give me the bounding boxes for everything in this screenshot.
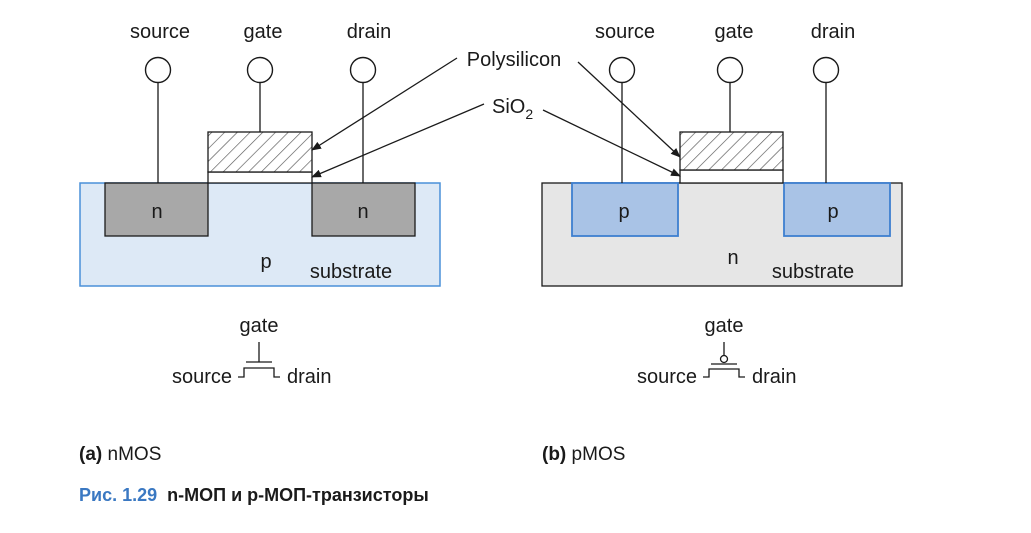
figure-title: n-МОП и p-МОП-транзисторы <box>167 485 429 505</box>
callouts: Polysilicon SiO2 <box>311 49 681 178</box>
polysilicon-label: Polysilicon <box>467 49 561 71</box>
figure-caption: Рис. 1.29 n-МОП и p-МОП-транзисторы <box>79 485 429 506</box>
pmos-drain-well-label: p <box>827 201 838 223</box>
nmos-caption-text: nMOS <box>107 444 162 465</box>
sio2-arrow-nmos <box>311 103 485 178</box>
pmos-symbol-gate-lead <box>711 342 737 365</box>
nmos-source-label: source <box>130 21 190 43</box>
pmos-source-label: source <box>595 21 655 43</box>
nmos-substrate-label: substrate <box>310 261 392 283</box>
pmos-caption: (b) pMOS <box>542 444 625 466</box>
sio2-label: SiO2 <box>492 96 533 122</box>
nmos-schematic-symbol: gate source drain <box>172 315 332 388</box>
nmos-cross-section: source gate drain n n p substrate <box>79 21 441 287</box>
nmos-caption-tag: (a) <box>79 444 103 465</box>
nmos-source-terminal <box>144 56 172 84</box>
pmos-substrate-label: substrate <box>772 261 854 283</box>
pmos-polysilicon-gate <box>679 131 784 171</box>
nmos-polysilicon-gate <box>207 131 313 173</box>
nmos-symbol-source-label: source <box>172 366 232 388</box>
polysilicon-arrow-pmos <box>577 61 681 158</box>
sio2-arrow-pmos <box>542 109 681 177</box>
pmos-substrate-type-label: n <box>727 247 738 269</box>
pmos-gate-oxide <box>679 169 784 184</box>
nmos-symbol-channel <box>238 367 280 378</box>
pmos-symbol-drain-label: drain <box>752 366 796 388</box>
nmos-caption: (a) nMOS <box>79 444 161 466</box>
pmos-gate-label: gate <box>715 21 754 43</box>
nmos-source-well-label: n <box>151 201 162 223</box>
nmos-drain-well-label: n <box>357 201 368 223</box>
nmos-symbol-gate-lead <box>246 342 272 363</box>
nmos-gate-terminal <box>246 56 274 84</box>
polysilicon-arrow-nmos <box>311 57 458 151</box>
nmos-symbol-drain-label: drain <box>287 366 331 388</box>
figure-number: Рис. 1.29 <box>79 485 158 505</box>
pmos-cross-section: source gate drain p p n substrate <box>541 21 903 287</box>
sio2-label-main: SiO <box>492 96 525 118</box>
pmos-drain-p-well <box>783 182 891 237</box>
nmos-drain-label: drain <box>347 21 391 43</box>
nmos-gate-label: gate <box>244 21 283 43</box>
pmos-source-p-well <box>571 182 679 237</box>
pmos-drain-terminal <box>812 56 840 84</box>
nmos-source-n-well <box>104 182 209 237</box>
pmos-symbol-channel <box>703 368 745 378</box>
pmos-schematic-symbol: gate source drain <box>637 315 797 388</box>
nmos-gate-oxide <box>207 171 313 184</box>
nmos-drain-terminal <box>349 56 377 84</box>
pmos-drain-label: drain <box>811 21 855 43</box>
nmos-symbol-gate-label: gate <box>240 315 279 337</box>
pmos-gate-terminal <box>716 56 744 84</box>
pmos-symbol-inversion-bubble <box>719 354 729 364</box>
sio2-label-subscript: 2 <box>525 106 533 122</box>
pmos-source-well-label: p <box>618 201 629 223</box>
pmos-caption-tag: (b) <box>542 444 567 465</box>
pmos-symbol-gate-label: gate <box>705 315 744 337</box>
pmos-caption-text: pMOS <box>571 444 626 465</box>
pmos-symbol-source-label: source <box>637 366 697 388</box>
pmos-source-terminal <box>608 56 636 84</box>
nmos-substrate-type-label: p <box>260 251 271 273</box>
